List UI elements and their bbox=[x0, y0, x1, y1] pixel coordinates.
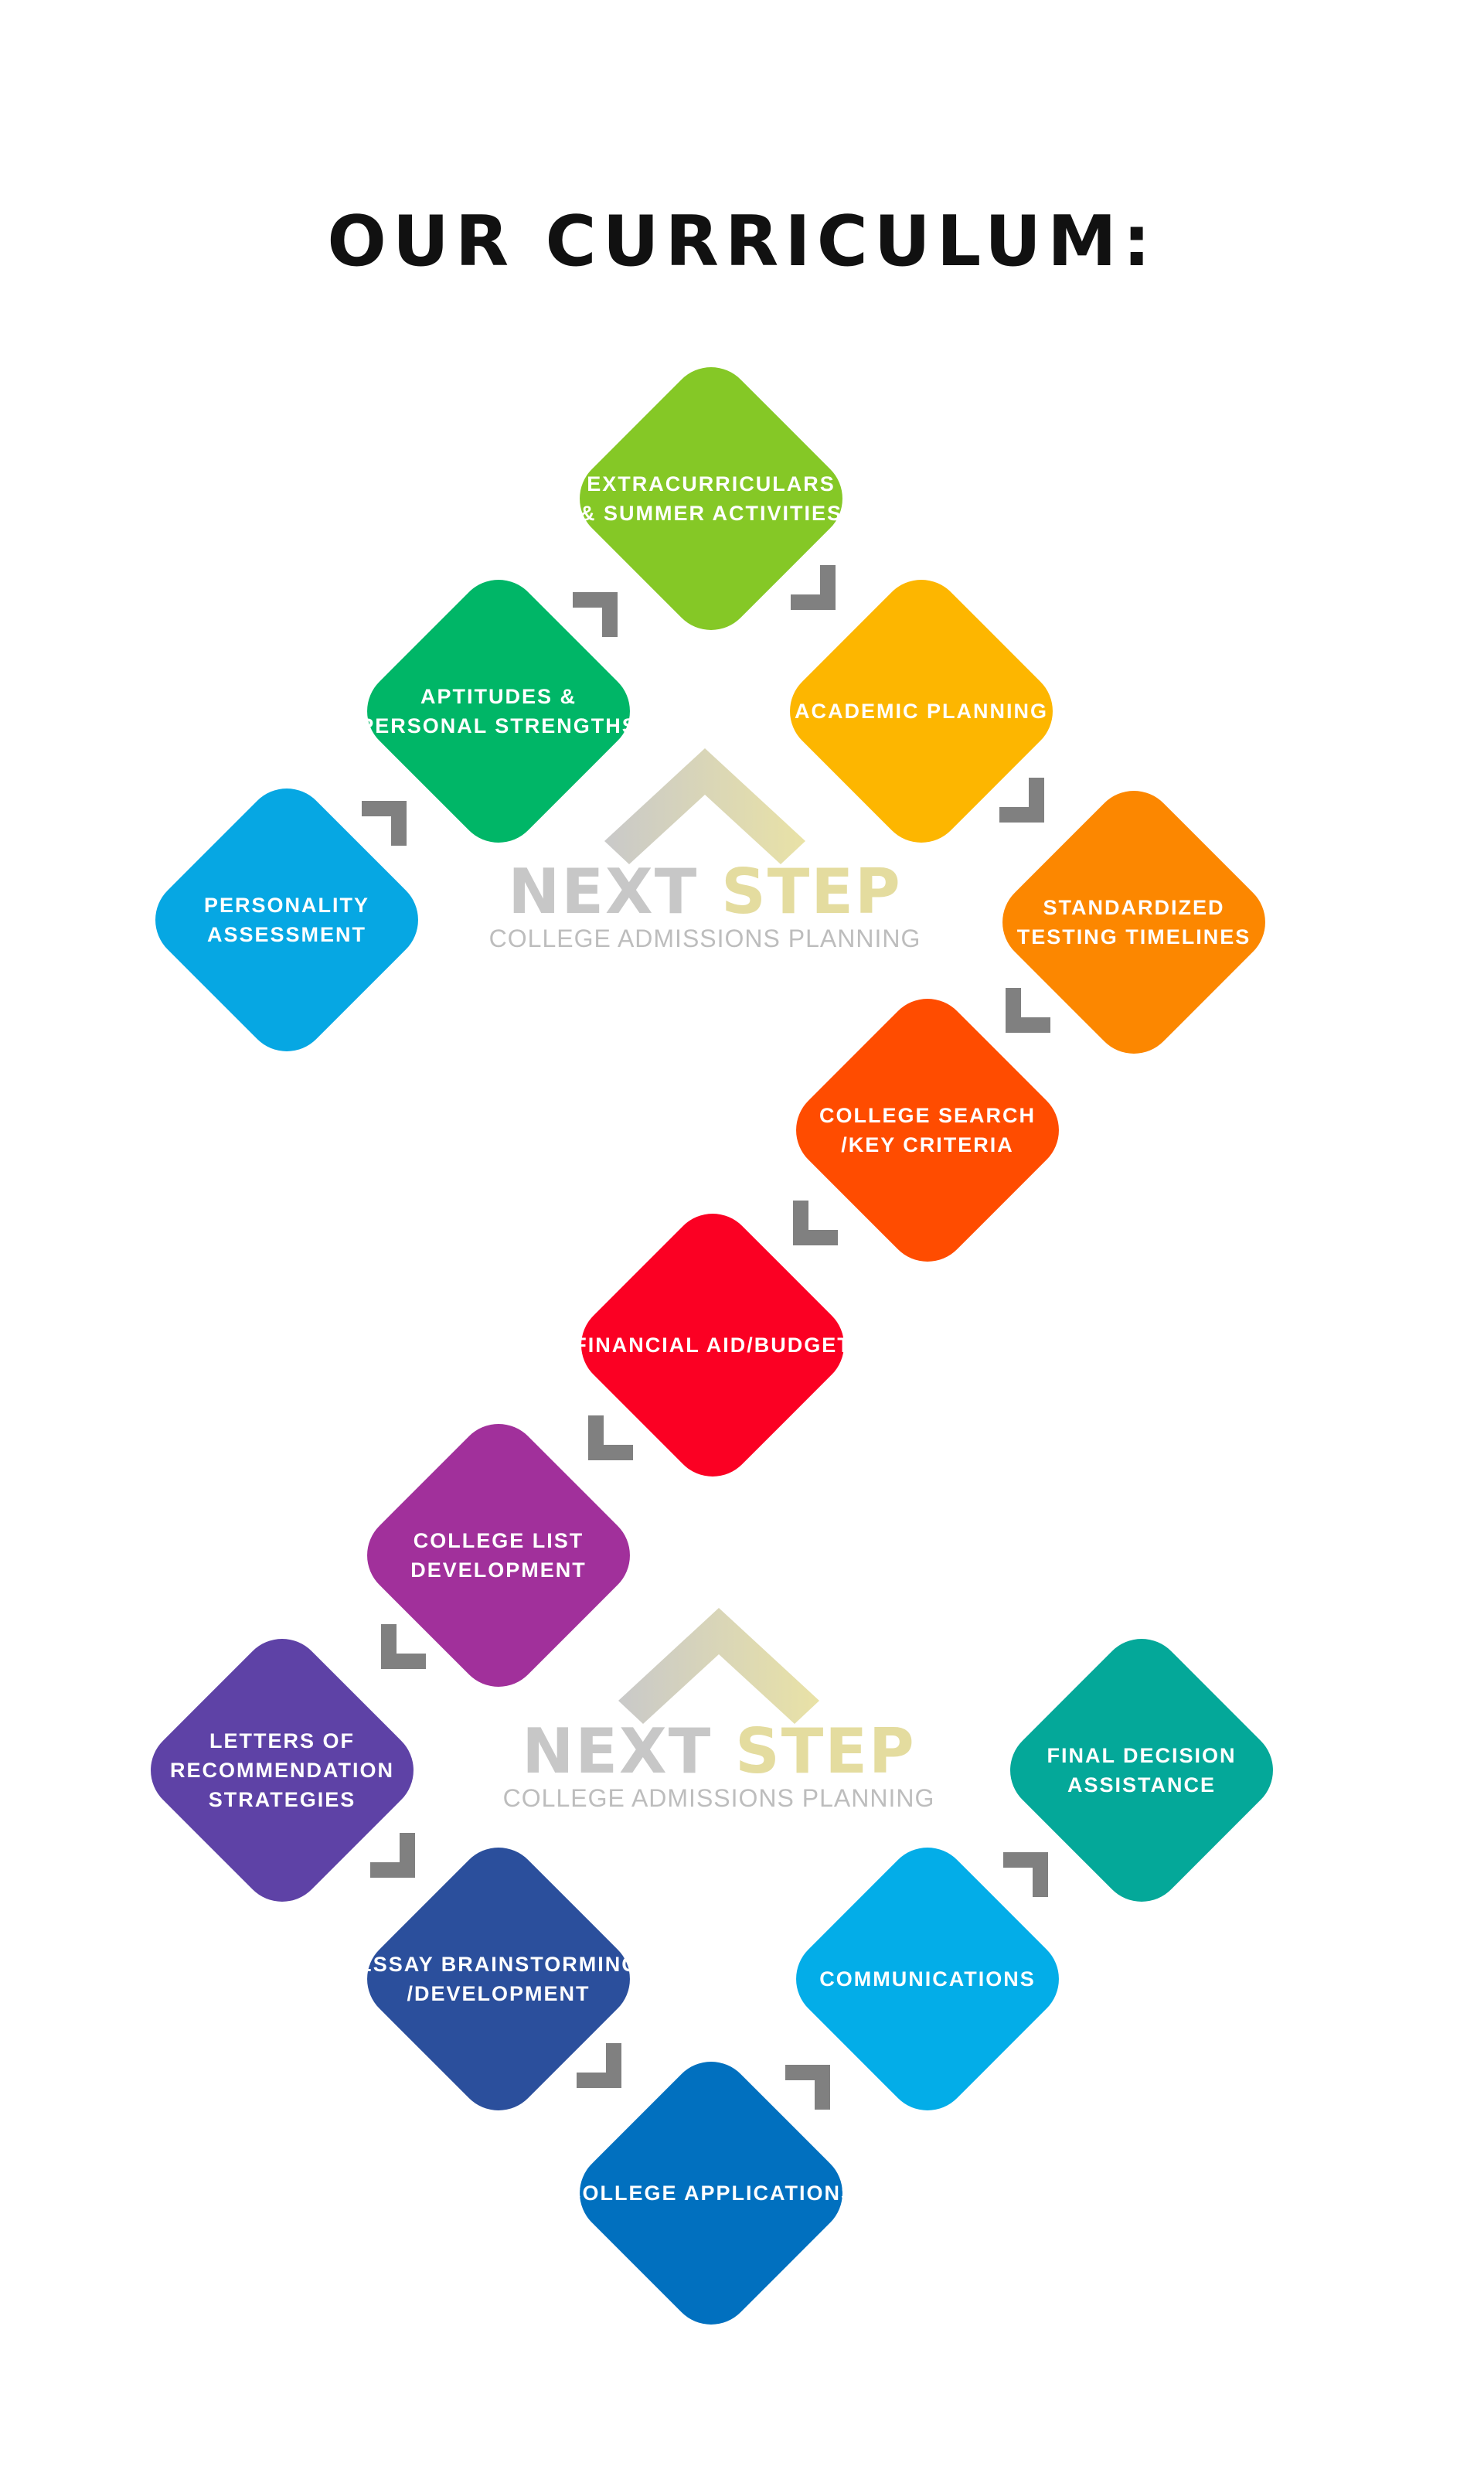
page-title: OUR CURRICULUM: bbox=[327, 201, 1157, 282]
chevron-up-icon bbox=[618, 1608, 819, 1724]
logo-tagline: COLLEGE ADMISSIONS PLANNING bbox=[488, 925, 921, 952]
connector bbox=[370, 1833, 415, 1878]
step-extracurriculars-label: EXTRACURRICULARS & SUMMER ACTIVITIES bbox=[579, 472, 842, 525]
logo-name: NEXT STEP bbox=[522, 1715, 916, 1787]
logo-top: NEXT STEP COLLEGE ADMISSIONS PLANNING bbox=[488, 748, 921, 952]
step-personality-assessment-label: PERSONALITY ASSESSMENT bbox=[203, 894, 370, 946]
logo-bottom: NEXT STEP COLLEGE ADMISSIONS PLANNING bbox=[502, 1608, 935, 1812]
connector bbox=[793, 1201, 838, 1245]
logo-tagline: COLLEGE ADMISSIONS PLANNING bbox=[502, 1784, 935, 1812]
connector bbox=[573, 592, 618, 637]
step-communications-label: COMMUNICATIONS bbox=[819, 1967, 1036, 1991]
connector bbox=[362, 801, 407, 846]
step-letters-of-recommendation-label: LETTERS OF RECOMMENDATION STRATEGIES bbox=[170, 1729, 394, 1811]
chevron-up-icon bbox=[604, 748, 805, 864]
connector bbox=[1003, 1852, 1048, 1897]
step-essay-label: ESSAY BRAINSTORMING /DEVELOPMENT bbox=[357, 1953, 640, 2005]
step-standardized-testing-label: STANDARDIZED TESTING TIMELINES bbox=[1016, 896, 1251, 949]
connector bbox=[999, 778, 1044, 823]
step-academic-planning-label: ACADEMIC PLANNING bbox=[795, 700, 1048, 723]
step-final-decision-label: FINAL DECISION ASSISTANCE bbox=[1047, 1744, 1237, 1797]
step-college-applications-label: COLLEGE APPLICATIONS bbox=[565, 2182, 856, 2205]
step-college-search-label: COLLEGE SEARCH /KEY CRITERIA bbox=[819, 1104, 1036, 1156]
step-aptitudes-label: APTITUDES & PERSONAL STRENGTHS bbox=[359, 685, 638, 737]
connector bbox=[1006, 988, 1050, 1033]
connector bbox=[381, 1624, 426, 1669]
connector bbox=[588, 1415, 633, 1460]
connector bbox=[577, 2043, 621, 2088]
step-financial-aid-label: FINANCIAL AID/BUDGET bbox=[574, 1333, 852, 1357]
connector bbox=[791, 565, 836, 610]
connector bbox=[785, 2065, 830, 2110]
logo-name: NEXT STEP bbox=[508, 856, 902, 928]
step-college-list-label: COLLEGE LIST DEVELOPMENT bbox=[410, 1529, 587, 1582]
